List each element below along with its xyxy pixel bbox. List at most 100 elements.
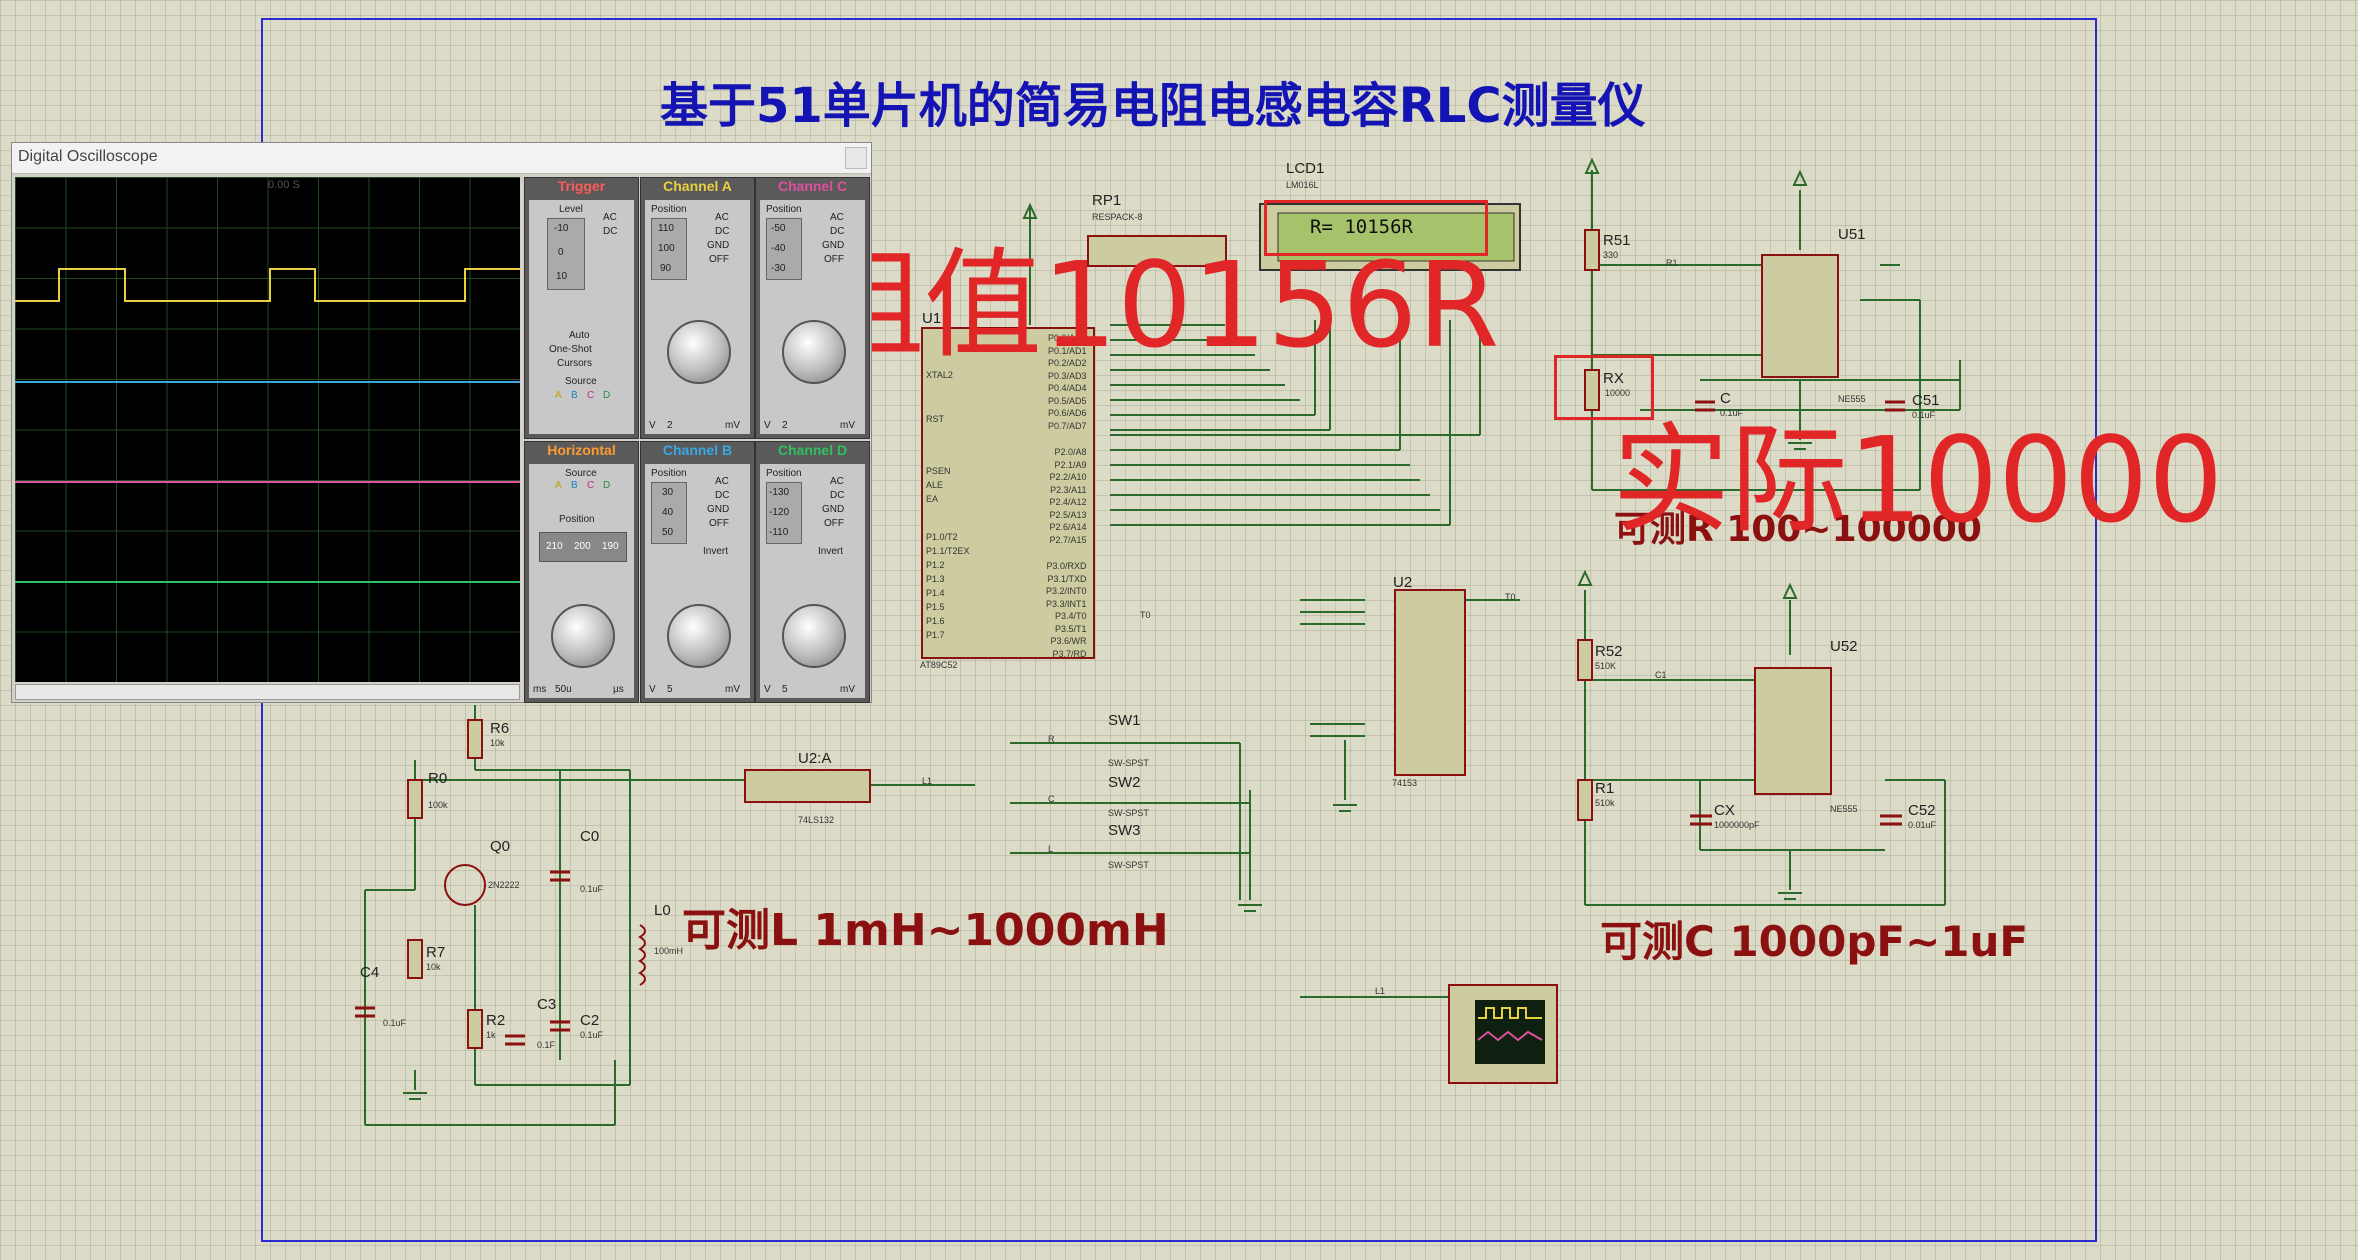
net-r1: R1 [1666, 258, 1678, 268]
horizontal-val-1: 200 [574, 541, 591, 552]
channel-c-dc[interactable]: DC [830, 226, 845, 237]
horizontal-source-b[interactable]: B [571, 480, 578, 491]
channel-c-off[interactable]: OFF [824, 254, 844, 265]
range-c-label: 可测C 1000pF~1uF [1600, 917, 2029, 966]
channel-a-position-slider[interactable]: 110 100 90 [651, 218, 687, 280]
rx-ref: RX [1603, 370, 1624, 387]
c-value: 0.1uF [1720, 408, 1744, 418]
wires [364, 170, 1961, 1126]
r51-value: 330 [1603, 250, 1619, 260]
c-ref: C [1720, 390, 1731, 407]
channel-d-dc[interactable]: DC [830, 490, 845, 501]
channel-c-position-slider[interactable]: -50 -40 -30 [766, 218, 802, 280]
r6-ref: R6 [490, 720, 510, 737]
level-val-0: -10 [554, 223, 569, 234]
trigger-dc[interactable]: DC [603, 226, 618, 237]
channel-d-scale-knob[interactable] [782, 604, 846, 668]
channel-b-dc[interactable]: DC [715, 490, 730, 501]
c51-ref: C51 [1912, 392, 1940, 409]
channel-a-ac[interactable]: AC [715, 212, 729, 223]
horizontal-title: Horizontal [547, 442, 616, 458]
trigger-oneshot[interactable]: One-Shot [549, 344, 592, 355]
transistor-q0 [444, 864, 486, 906]
level-val-1: 0 [558, 247, 564, 258]
channel-d-invert[interactable]: Invert [818, 546, 844, 557]
horizontal-ms: ms [533, 684, 547, 695]
trigger-ac[interactable]: AC [603, 212, 617, 223]
channel-a-val-0: 110 [658, 223, 674, 234]
horizontal-source-c[interactable]: C [587, 480, 595, 491]
r1-value: 510k [1595, 798, 1615, 808]
horizontal-source-a[interactable]: A [555, 480, 562, 491]
schematic-title: 基于51单片机的简易电阻电感电容RLC测量仪 [660, 78, 1646, 134]
oscilloscope-titlebar[interactable]: Digital Oscilloscope [12, 143, 871, 174]
trigger-auto[interactable]: Auto [569, 330, 590, 341]
channel-b-gnd[interactable]: GND [707, 504, 730, 515]
sw2-part: SW-SPST [1108, 808, 1149, 818]
channel-a-dc[interactable]: DC [715, 226, 730, 237]
range-l-label: 可测L 1mH~1000mH [682, 905, 1169, 956]
actual-value-overlay: 实际10000 [1612, 411, 2224, 549]
lcd-ref: LCD1 [1286, 160, 1325, 177]
channel-a-gnd[interactable]: GND [707, 240, 730, 251]
channel-b-invert[interactable]: Invert [703, 546, 729, 557]
channel-a-scale-knob[interactable] [667, 320, 731, 384]
channel-d-ac[interactable]: AC [830, 476, 844, 487]
c4-ref: C4 [360, 964, 380, 981]
channel-a-val-1: 100 [658, 243, 675, 254]
channel-c-scale: 2 [782, 420, 788, 431]
channel-b-title: Channel B [662, 442, 733, 458]
sw1-ref: SW1 [1108, 712, 1141, 729]
net-r: R [1048, 734, 1055, 744]
channel-d-unit: mV [840, 684, 855, 695]
r52-ref: R52 [1595, 643, 1623, 660]
channel-b-v: V [649, 684, 656, 695]
close-icon[interactable] [845, 147, 867, 169]
trigger-title: Trigger [557, 178, 606, 194]
channel-b-position-slider[interactable]: 30 40 50 [651, 482, 687, 544]
cx-ref: CX [1714, 802, 1735, 819]
channel-c-scale-knob[interactable] [782, 320, 846, 384]
trigger-source-a[interactable]: A [555, 390, 562, 401]
trigger-cursors[interactable]: Cursors [557, 358, 593, 369]
scope-hscrollbar[interactable] [15, 684, 520, 700]
channel-d-gnd[interactable]: GND [822, 504, 845, 515]
channel-b-panel: Channel B Position 30 40 50 AC DC GND OF… [640, 441, 755, 703]
channel-b-ac[interactable]: AC [715, 476, 729, 487]
channel-c-val-2: -30 [771, 263, 786, 274]
l0-ref: L0 [654, 902, 671, 919]
net-c: C [1048, 794, 1055, 804]
u2a-part: 74LS132 [798, 815, 835, 825]
channel-b-val-0: 30 [662, 487, 674, 498]
channel-c-position-label: Position [766, 204, 802, 215]
r1-ref: R1 [1595, 780, 1615, 797]
channel-b-scale: 5 [667, 684, 673, 695]
oscilloscope-window[interactable]: Digital Oscilloscope 0.00 S Trigger Leve… [11, 142, 872, 703]
horizontal-position-dial[interactable]: 210 200 190 [539, 532, 627, 562]
level-label: Level [559, 204, 583, 215]
channel-d-off[interactable]: OFF [824, 518, 844, 529]
level-slider[interactable]: -10 0 10 [547, 218, 585, 290]
horizontal-source-d[interactable]: D [603, 480, 611, 491]
horizontal-us: µs [613, 684, 624, 695]
sw2-ref: SW2 [1108, 774, 1141, 791]
scope-time-readout: 0.00 S [268, 179, 300, 191]
channel-a-off[interactable]: OFF [709, 254, 729, 265]
scope-screen: 0.00 S [15, 177, 520, 682]
channel-c-gnd[interactable]: GND [822, 240, 845, 251]
trigger-source-d[interactable]: D [603, 390, 611, 401]
channel-a-panel: Channel A Position 110 100 90 AC DC GND … [640, 177, 755, 439]
l0-value: 100mH [654, 946, 684, 956]
horizontal-position-label: Position [559, 514, 595, 525]
channel-b-off[interactable]: OFF [709, 518, 729, 529]
net-t0-u2: T0 [1505, 592, 1516, 602]
channel-b-scale-knob[interactable] [667, 604, 731, 668]
rp1-part: RESPACK-8 [1092, 212, 1143, 222]
channel-c-v: V [764, 420, 771, 431]
trigger-source-c[interactable]: C [587, 390, 595, 401]
horizontal-timebase-knob[interactable] [551, 604, 615, 668]
trigger-source-b[interactable]: B [571, 390, 578, 401]
u51-ref: U51 [1838, 226, 1866, 243]
channel-c-ac[interactable]: AC [830, 212, 844, 223]
channel-d-position-slider[interactable]: -130 -120 -110 [766, 482, 802, 544]
